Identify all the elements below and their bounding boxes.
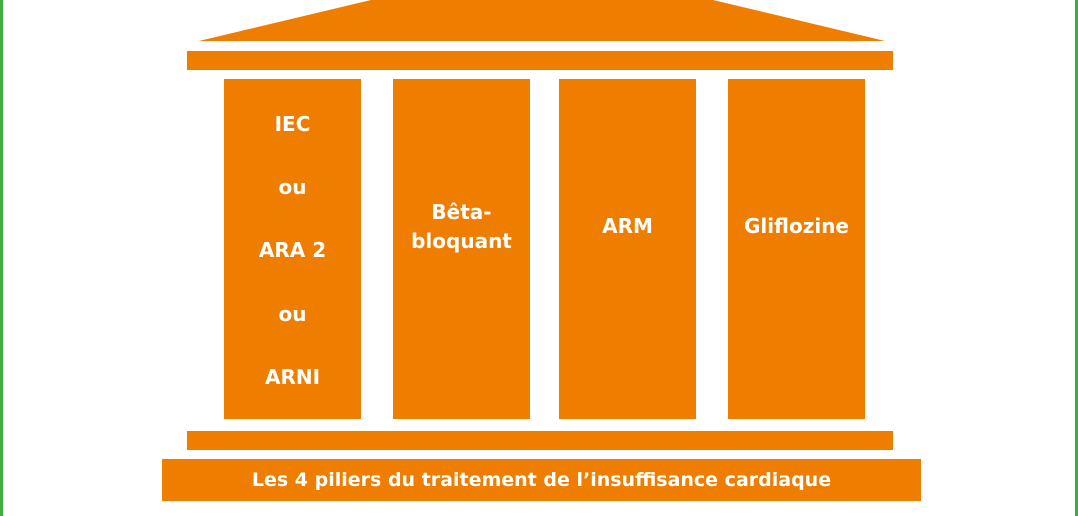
pillar-label: IEC [274,112,311,136]
temple-roof [199,0,885,42]
pillar-label: ou [278,302,307,326]
pillar-label: ou [278,175,307,199]
pillar-arm: ARM [559,79,696,419]
pillar-iec-ara2-arni: IEC ou ARA 2 ou ARNI [224,79,361,419]
pillar-label: Gliflozine [744,214,849,238]
pillar-label: bloquant [411,229,512,253]
pillar-label: Bêta- [431,200,492,224]
pillar-gliflozine: Gliflozine [728,79,865,419]
pillar-label: ARM [602,214,653,238]
bottom-beam [187,431,893,450]
base-caption: Les 4 piliers du traitement de l’insuffi… [162,459,921,501]
pillar-beta-bloquant: Bêta- bloquant [393,79,530,419]
pillar-label: ARA 2 [258,238,327,262]
pillar-label: ARNI [264,365,321,389]
top-beam [187,51,893,70]
